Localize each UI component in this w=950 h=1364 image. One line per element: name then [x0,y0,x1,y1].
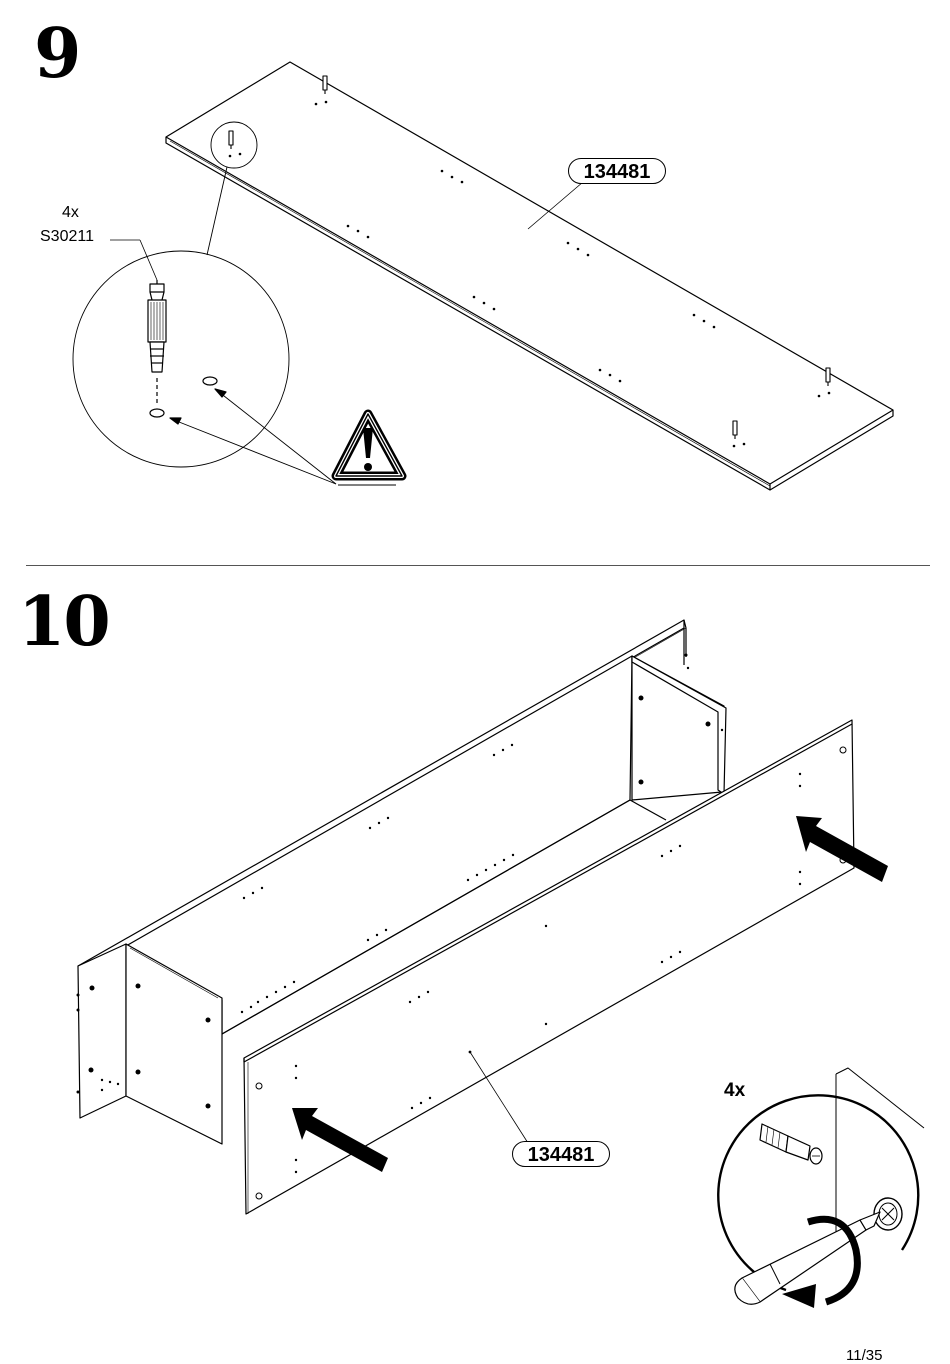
dowel-fitting-icon [148,280,166,404]
panel-part-label: 134481 [568,158,666,184]
screw-quantity: 4x [724,1080,745,1102]
step10-screw-detail [718,1068,924,1308]
page-number: 11/35 [846,1347,882,1364]
warning-triangle-icon [336,414,402,485]
fitting-code: S30211 [40,228,94,246]
panel-part-label-step10: 134481 [512,1141,610,1167]
cam-screw-icon [760,1124,822,1164]
fitting-quantity: 4x [62,204,79,222]
step9-panel [166,62,893,490]
